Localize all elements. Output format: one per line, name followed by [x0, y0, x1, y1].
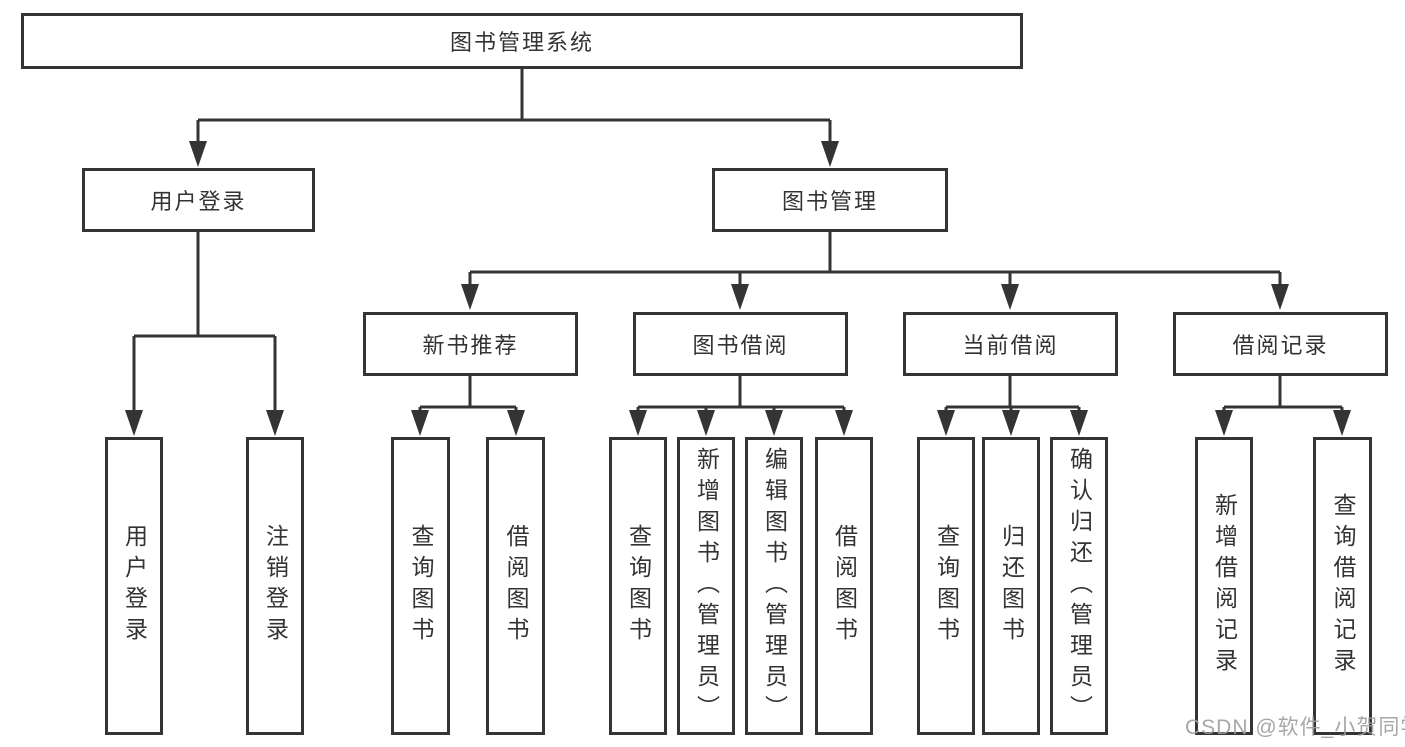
leaf-query-borrow-record-label: 查询借阅记录	[1330, 493, 1356, 679]
node-borrow-records-label: 借阅记录	[1232, 333, 1329, 358]
node-new-book-recommend-label: 新书推荐	[422, 333, 519, 358]
node-book-borrow-label: 图书借阅	[692, 333, 789, 358]
node-library-system: 图书管理系统	[21, 13, 1023, 69]
node-new-book-recommend: 新书推荐	[363, 312, 578, 376]
leaf-logout: 注销登录	[246, 437, 304, 735]
csdn-watermark: CSDN @软件_小贺同学	[1185, 716, 1405, 739]
node-user-login: 用户登录	[82, 168, 315, 232]
leaf-query-books-current-label: 查询图书	[933, 524, 960, 648]
leaf-user-login: 用户登录	[105, 437, 163, 735]
node-user-login-label: 用户登录	[150, 189, 247, 214]
node-library-system-label: 图书管理系统	[449, 30, 594, 55]
leaf-add-books-admin-label: 新增图书（管理员）	[693, 446, 720, 726]
node-book-management: 图书管理	[712, 168, 948, 232]
leaf-add-books-admin: 新增图书（管理员）	[677, 437, 735, 735]
leaf-query-books-newbook: 查询图书	[391, 437, 450, 735]
leaf-query-borrow-record: 查询借阅记录	[1313, 437, 1372, 735]
leaf-query-books-borrow: 查询图书	[609, 437, 667, 735]
leaf-edit-books-admin-label: 编辑图书（管理员）	[761, 446, 788, 726]
leaf-borrow-books-newbook-label: 借阅图书	[503, 524, 529, 648]
node-current-borrow: 当前借阅	[903, 312, 1118, 376]
node-book-management-label: 图书管理	[781, 189, 878, 214]
leaf-return-books-label: 归还图书	[998, 524, 1025, 648]
leaf-borrow-books-newbook: 借阅图书	[486, 437, 545, 735]
leaf-logout-label: 注销登录	[262, 524, 289, 648]
leaf-add-borrow-record: 新增借阅记录	[1195, 437, 1253, 735]
node-borrow-records: 借阅记录	[1173, 312, 1388, 376]
node-book-borrow: 图书借阅	[633, 312, 848, 376]
leaf-user-login-label: 用户登录	[121, 524, 148, 648]
leaf-query-books-borrow-label: 查询图书	[625, 524, 652, 648]
leaf-return-books: 归还图书	[982, 437, 1040, 735]
leaf-borrow-books: 借阅图书	[815, 437, 873, 735]
leaf-confirm-return-admin-label: 确认归还（管理员）	[1066, 446, 1093, 726]
leaf-query-books-newbook-label: 查询图书	[408, 524, 434, 648]
leaf-confirm-return-admin: 确认归还（管理员）	[1050, 437, 1108, 735]
leaf-add-borrow-record-label: 新增借阅记录	[1211, 493, 1238, 679]
leaf-borrow-books-label: 借阅图书	[831, 524, 858, 648]
leaf-query-books-current: 查询图书	[917, 437, 975, 735]
node-current-borrow-label: 当前借阅	[962, 333, 1059, 358]
leaf-edit-books-admin: 编辑图书（管理员）	[745, 437, 803, 735]
